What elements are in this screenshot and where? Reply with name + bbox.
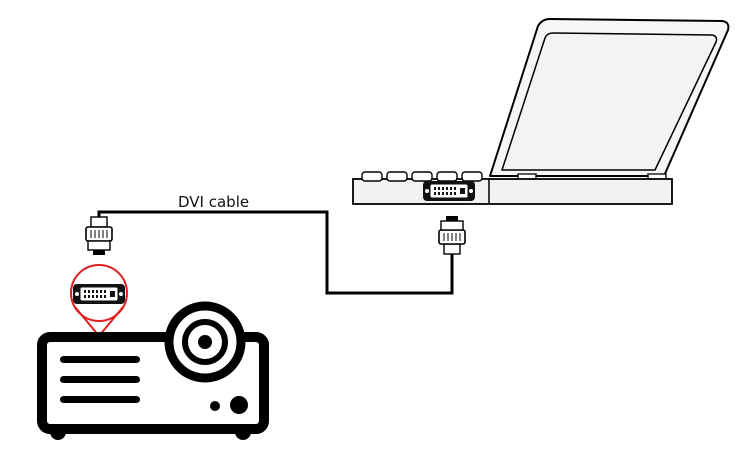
laptop-key — [411, 171, 433, 182]
projector-vent — [60, 396, 140, 403]
dvi-port-icon — [73, 284, 125, 304]
laptop-keys — [361, 171, 483, 182]
dvi-port-callout — [70, 264, 128, 337]
laptop-screen-panel — [501, 32, 718, 171]
dvi-port-icon — [423, 181, 475, 201]
laptop-base — [352, 178, 673, 205]
laptop-key — [386, 171, 408, 182]
laptop-icon — [352, 18, 730, 205]
dvi-cable — [97, 210, 454, 295]
laptop-key — [361, 171, 383, 182]
projector-button — [210, 401, 220, 411]
projector-vent — [60, 376, 140, 383]
projector-button — [230, 396, 248, 414]
laptop-key — [461, 171, 483, 182]
projector-lens-inner — [198, 335, 212, 349]
dvi-plug-icon — [438, 216, 466, 255]
laptop-key — [436, 171, 458, 182]
projector-icon — [37, 301, 269, 440]
cable-label: DVI cable — [178, 193, 249, 211]
dvi-plug-icon — [85, 216, 113, 255]
projector-vent — [60, 356, 140, 363]
